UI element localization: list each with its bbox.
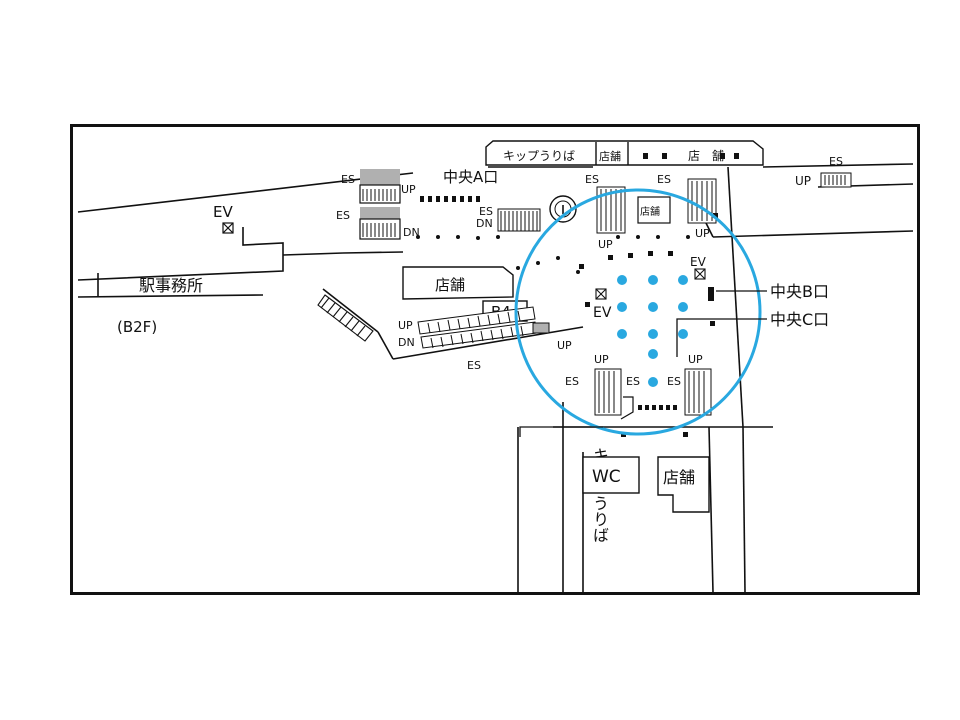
up-label: UP <box>398 319 413 332</box>
exit-b-label: 中央B口 <box>770 282 829 301</box>
stairs-icon <box>317 294 374 342</box>
exit-c-label: 中央C口 <box>770 310 829 329</box>
wc-label: WC <box>592 467 621 487</box>
escalator-hall-bottom-left <box>594 368 622 416</box>
elevator-icon <box>595 288 607 300</box>
highlight-dots <box>617 275 688 387</box>
es-label: ES <box>626 375 640 388</box>
station-office-label: 駅事務所 <box>139 276 203 295</box>
floor-label: (B2F) <box>117 318 157 336</box>
up-label: UP <box>695 227 710 240</box>
ticket-office-top-label: キップうりば <box>503 149 575 163</box>
up-label: UP <box>598 238 613 251</box>
up-label: UP <box>688 353 703 366</box>
highlight-circle <box>514 188 762 436</box>
shop-small-label: 店舗 <box>640 205 660 218</box>
shop-center-label: 店舗 <box>435 276 465 294</box>
es-label: ES <box>479 205 493 218</box>
escalator-small <box>497 208 541 232</box>
ev-center-label: EV <box>593 305 612 321</box>
station-map: キップうりば 店舗 店 舗 ES ES UP DN 中央A口 ES <box>70 124 920 595</box>
escalator-block-left <box>359 169 401 240</box>
dn-label: DN <box>476 217 493 230</box>
top-strip <box>485 140 764 166</box>
elevator-icon <box>222 222 234 234</box>
up-label: UP <box>795 174 811 188</box>
up-label: UP <box>557 339 572 352</box>
center-shop-block <box>402 266 514 300</box>
exit-a-label: 中央A口 <box>443 168 498 186</box>
dn-label: DN <box>403 226 420 239</box>
escalator-icon <box>362 189 396 201</box>
escalator-hall-bottom-right <box>684 368 712 416</box>
es-label: ES <box>585 173 599 186</box>
es-label: ES <box>829 155 843 168</box>
up-label: UP <box>594 353 609 366</box>
shop-bottom-label: 店舗 <box>663 468 695 487</box>
corridor-walls <box>77 163 914 592</box>
ticket-gates-a <box>420 196 480 202</box>
dn-label: DN <box>398 336 415 349</box>
up-label: UP <box>401 183 416 196</box>
es-label: ES <box>336 209 350 222</box>
escalator-right-outer <box>820 172 852 188</box>
shop-top-b-label: 店 舗 <box>688 149 724 163</box>
es-label: ES <box>565 375 579 388</box>
guide-dots <box>416 235 690 274</box>
es-label: ES <box>657 173 671 186</box>
ev-left-label: EV <box>213 203 233 221</box>
es-label: ES <box>467 359 481 372</box>
es-label: ES <box>667 375 681 388</box>
es-label: ES <box>341 173 355 186</box>
escalator-lower-left <box>417 306 550 349</box>
shop-top-a-label: 店舗 <box>599 149 621 163</box>
elevator-icon <box>694 268 706 280</box>
ev-right-label: EV <box>690 255 707 269</box>
